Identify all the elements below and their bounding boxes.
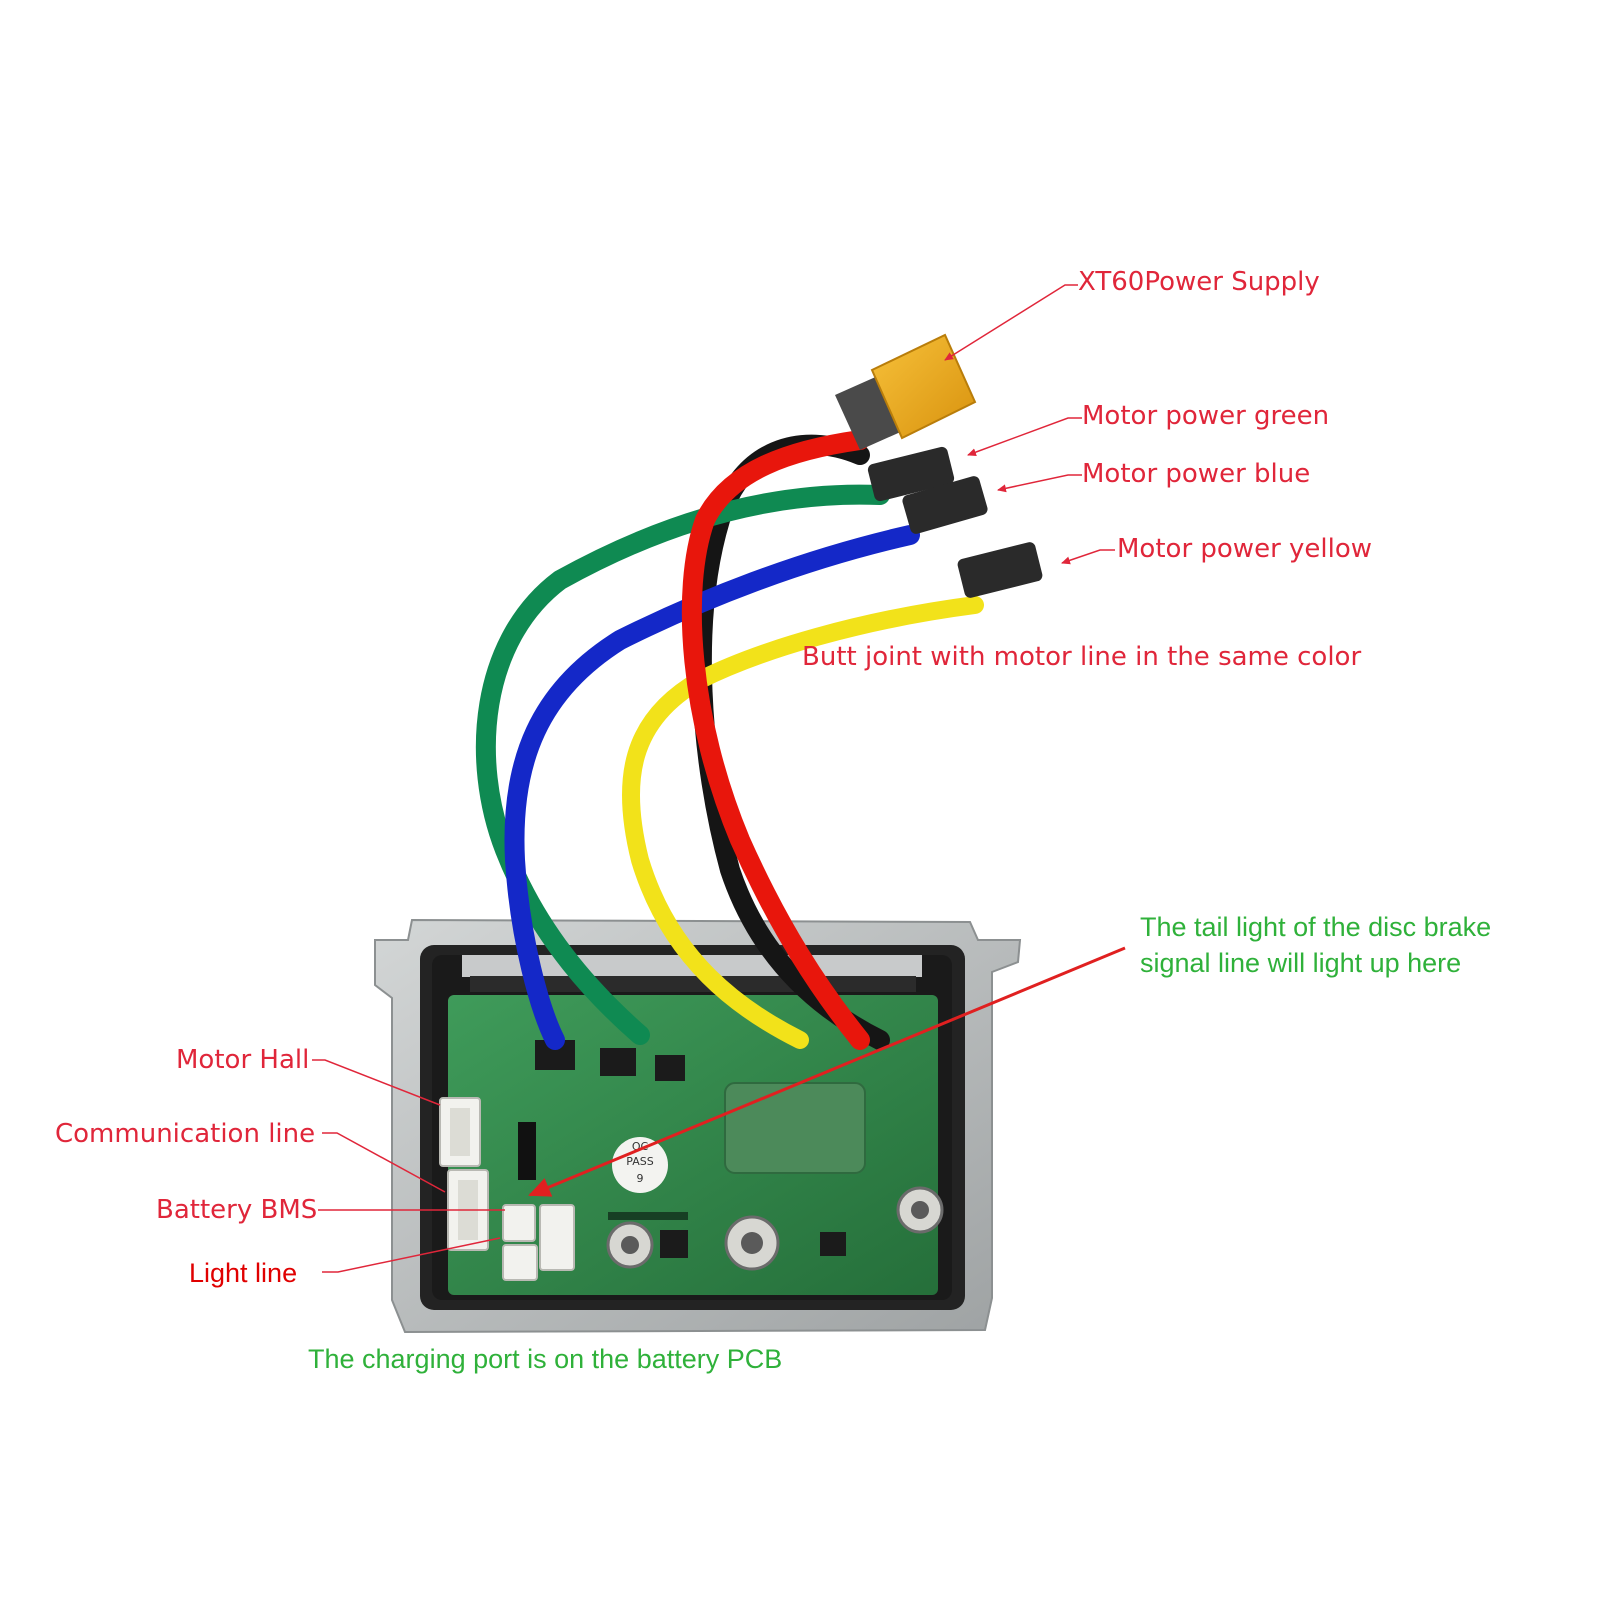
wires xyxy=(475,430,984,1050)
yellow-phase-connector xyxy=(957,542,1043,598)
leader-light-line xyxy=(322,1237,501,1273)
qc-text-line3: 9 xyxy=(637,1172,644,1185)
leader-motor-blue xyxy=(997,474,1082,493)
motor-hall-connector xyxy=(439,1097,481,1167)
leader-motor-yellow xyxy=(1061,549,1115,565)
capacitor xyxy=(724,1215,780,1271)
label-butt-joint: Butt joint with motor line in the same c… xyxy=(802,642,1362,672)
label-communication: Communication line xyxy=(55,1119,316,1149)
tail-light-arrow xyxy=(528,946,1126,1197)
label-tail-light-line1: The tail light of the disc brake xyxy=(1140,912,1492,942)
ic-chip xyxy=(660,1230,688,1258)
label-charging-port: The charging port is on the battery PCB xyxy=(308,1344,783,1374)
qc-sticker xyxy=(612,1137,668,1193)
leader-motor-hall xyxy=(312,1059,441,1106)
mosfet-chip xyxy=(600,1048,636,1076)
wire-red xyxy=(681,430,870,1050)
leader-motor-green xyxy=(967,417,1082,456)
battery-bms-connector xyxy=(502,1204,536,1242)
pin-header xyxy=(518,1122,536,1180)
leader-xt60 xyxy=(944,284,1078,361)
ic-chip xyxy=(820,1232,846,1256)
wire-yellow xyxy=(621,596,984,1049)
label-battery-bms: Battery BMS xyxy=(156,1195,318,1225)
label-xt60: XT60Power Supply xyxy=(1078,267,1320,297)
label-motor-blue: Motor power blue xyxy=(1082,459,1311,489)
blue-phase-connector xyxy=(902,476,988,534)
label-motor-yellow: Motor power yellow xyxy=(1117,534,1373,564)
inductor xyxy=(724,1082,866,1174)
label-motor-hall: Motor Hall xyxy=(176,1045,310,1075)
leader-communication xyxy=(322,1132,446,1193)
capacitor xyxy=(896,1186,944,1234)
label-light-line: Light line xyxy=(189,1258,298,1288)
light-line-connector xyxy=(502,1244,538,1281)
label-motor-green: Motor power green xyxy=(1082,401,1330,431)
capacitor xyxy=(606,1221,654,1269)
label-tail-light-line2: signal line will light up here xyxy=(1140,948,1462,978)
leader-lines xyxy=(312,284,1115,1273)
smd-components xyxy=(608,1212,688,1220)
mosfet-chip xyxy=(655,1055,685,1081)
xt60-connector xyxy=(835,333,977,450)
extra-connector xyxy=(539,1204,575,1271)
qc-text-line2: PASS xyxy=(626,1155,653,1168)
wire-blue xyxy=(504,525,920,1050)
green-phase-connector xyxy=(867,446,955,502)
